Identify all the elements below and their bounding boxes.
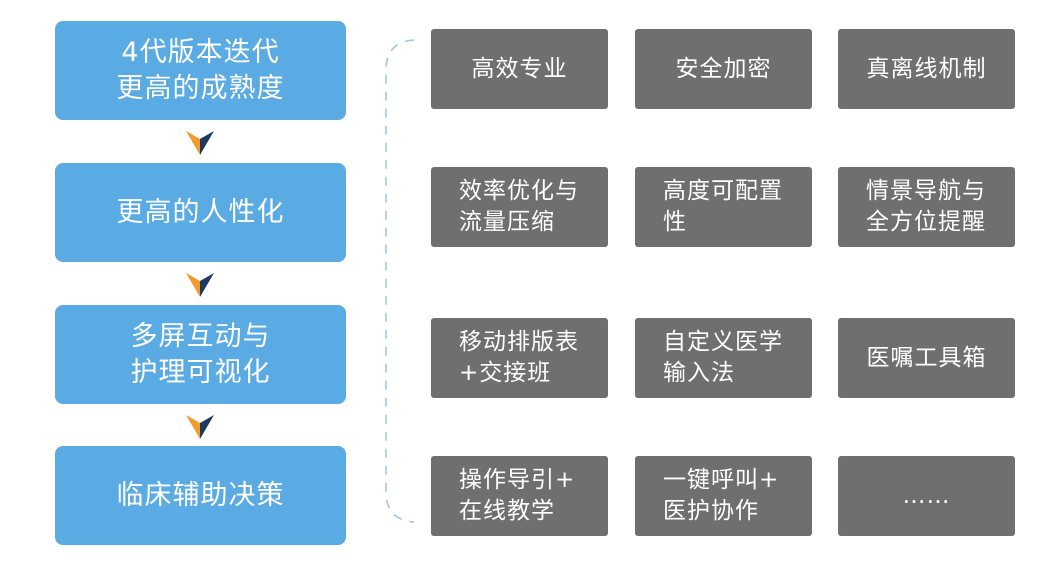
feature-box: 效率优化与 流量压缩: [431, 167, 608, 247]
feature-box-ellipsis: ……: [838, 456, 1015, 536]
stage-box-1: 4代版本迭代 更高的成熟度: [55, 21, 346, 120]
feature-box: 移动排版表 +交接班: [431, 318, 608, 398]
dashed-bracket: [385, 39, 415, 523]
feature-box: 高效专业: [431, 29, 608, 109]
down-arrow-icon: [186, 273, 214, 297]
stage-box-4: 临床辅助决策: [55, 446, 346, 545]
feature-box: 医嘱工具箱: [838, 318, 1015, 398]
stage-box-3: 多屏互动与 护理可视化: [55, 305, 346, 404]
feature-box: 真离线机制: [838, 29, 1015, 109]
feature-box: 情景导航与 全方位提醒: [838, 167, 1015, 247]
down-arrow-icon: [186, 415, 214, 439]
feature-box: 一键呼叫+ 医护协作: [635, 456, 812, 536]
feature-box: 安全加密: [635, 29, 812, 109]
feature-box: 自定义医学 输入法: [635, 318, 812, 398]
feature-box: 操作导引+ 在线教学: [431, 456, 608, 536]
stage-box-2: 更高的人性化: [55, 163, 346, 262]
feature-box: 高度可配置 性: [635, 167, 812, 247]
down-arrow-icon: [186, 131, 214, 155]
